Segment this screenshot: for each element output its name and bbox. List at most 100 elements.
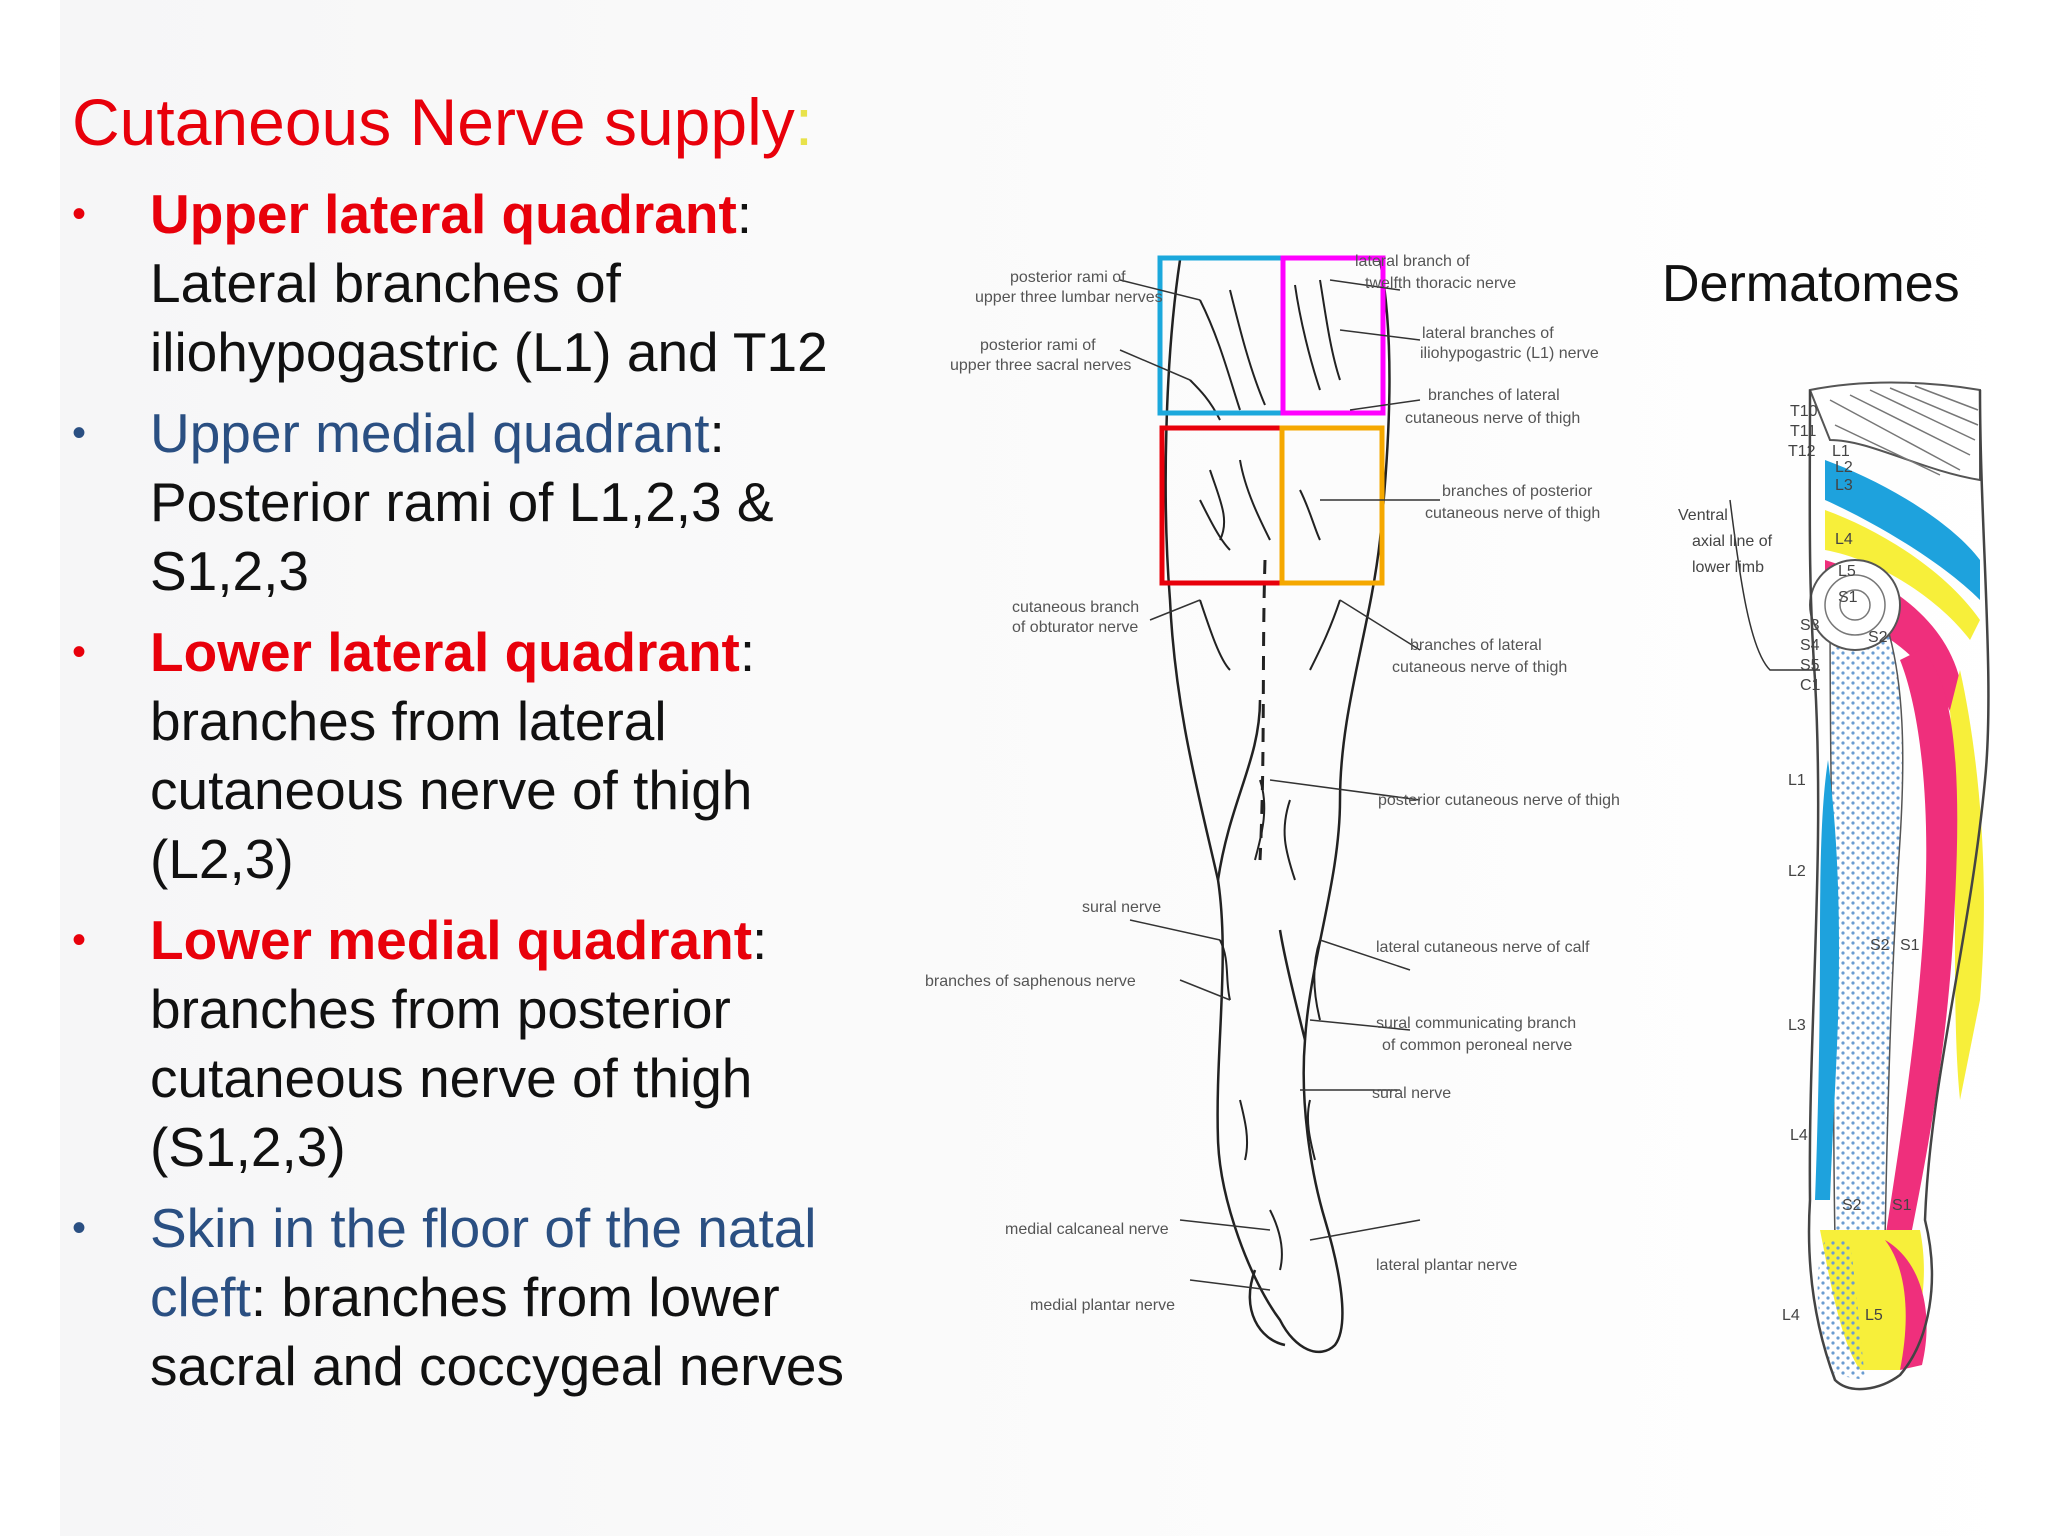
ventral-axial-label-1: Ventral: [1678, 507, 1728, 524]
seg-l3-top: L3: [1835, 477, 1853, 494]
seg-l5-foot: L5: [1865, 1307, 1883, 1324]
label-posterior-rami-lumbar: posterior rami of: [1010, 269, 1126, 286]
posterior-cutaneous-dashed-line: [1258, 559, 1267, 861]
bullet-heading: Skin in the floor of the natal cleft: [150, 1197, 817, 1328]
label-branches-saphenous: branches of saphenous nerve: [925, 973, 1136, 990]
nerve-diagram: posterior rami of upper three lumbar ner…: [925, 253, 1620, 1354]
bullet-marker: •: [72, 630, 87, 674]
bullet-text: Lateral branches of iliohypogastric (L1)…: [150, 252, 828, 383]
seg-l1-side: L1: [1788, 772, 1806, 789]
seg-l5-top: L5: [1838, 563, 1856, 580]
bullet-list: • Upper lateral quadrant: Lateral branch…: [72, 180, 892, 1413]
seg-s2-top: S2: [1868, 629, 1888, 646]
foot-pink: [1885, 1240, 1927, 1370]
seg-l2-side: L2: [1788, 863, 1806, 880]
seg-l4-top: L4: [1835, 531, 1853, 548]
dermatome-diagram: T10 T11 T12 L1 L2 L3 L4 L5 S1 S2 S3 S4 S…: [1678, 381, 1990, 1391]
label-posterior-rami-sacral-2: upper three sacral nerves: [950, 357, 1131, 374]
band-yellow-upper: [1825, 510, 1980, 640]
label-cutaneous-obturator: cutaneous branch: [1012, 599, 1139, 616]
title-colon: :: [794, 85, 814, 159]
bullet-marker: •: [72, 1206, 87, 1250]
label-sural-nerve-lower: sural nerve: [1372, 1085, 1451, 1102]
seg-t12: T12: [1788, 443, 1816, 460]
seg-l4-side: L4: [1790, 1127, 1808, 1144]
bullet-item-lower-medial: • Lower medial quadrant: branches from p…: [72, 906, 892, 1182]
dermatome-limb: [1729, 381, 1990, 1391]
label-lateral-plantar: lateral plantar nerve: [1376, 1257, 1518, 1274]
label-posterior-rami-lumbar-2: upper three lumbar nerves: [975, 289, 1163, 306]
seg-s5: S5: [1800, 657, 1820, 674]
bullet-item-lower-lateral: • Lower lateral quadrant: branches from …: [72, 618, 892, 894]
label-medial-plantar: medial plantar nerve: [1030, 1297, 1175, 1314]
bullet-sep: :: [736, 183, 753, 245]
ventral-axial-label-3: lower limb: [1692, 559, 1764, 576]
limb-outline: [1807, 389, 1990, 1391]
foot-dotted: [1817, 1240, 1865, 1380]
label-lateral-branch-twelfth: lateral branch of: [1355, 253, 1470, 270]
seg-s2-foot: S2: [1842, 1197, 1862, 1214]
label-lateral-branches-iliohypogastric: lateral branches of: [1422, 325, 1554, 342]
label-sural-communicating: sural communicating branch: [1376, 1015, 1576, 1032]
seg-s1-mid: S1: [1900, 937, 1920, 954]
bullet-heading: Upper medial quadrant: [150, 402, 710, 464]
band-blue-side: [1815, 760, 1839, 1200]
band-pink-side: [1885, 650, 1958, 1240]
bullet-sep: :: [752, 909, 768, 971]
label-branches-posterior-cutaneous-2: cutaneous nerve of thigh: [1425, 505, 1600, 522]
bullet-sep: :: [709, 402, 725, 464]
label-branches-lateral-cutaneous: branches of lateral: [1428, 387, 1560, 404]
label-posterior-cutaneous-thigh: posterior cutaneous nerve of thigh: [1378, 792, 1620, 809]
bullet-marker: •: [72, 918, 87, 962]
seg-l2-top: L2: [1835, 459, 1853, 476]
label-branches-posterior-cutaneous: branches of posterior: [1442, 483, 1593, 500]
label-sural-nerve-upper: sural nerve: [1082, 899, 1161, 916]
box-lower-lateral: [1279, 425, 1385, 586]
band-yellow-side: [1950, 670, 1984, 1100]
seg-l1-top: L1: [1832, 443, 1850, 460]
seg-s3: S3: [1800, 617, 1820, 634]
dermatomes-title: Dermatomes: [1662, 255, 1960, 313]
label-branches-lateral-cutaneous-lower: branches of lateral: [1410, 637, 1542, 654]
bullet-text: branches from posterior cutaneous nerve …: [150, 978, 753, 1178]
seg-s4: S4: [1800, 637, 1820, 654]
dermatome-labels: T10 T11 T12 L1 L2 L3 L4 L5 S1 S2 S3 S4 S…: [1678, 403, 1920, 1324]
seg-s1-foot: S1: [1892, 1197, 1912, 1214]
seg-t11: T11: [1790, 423, 1816, 440]
bullet-heading: Upper lateral quadrant: [150, 183, 737, 245]
bullet-text: Posterior rami of L1,2,3 & S1,2,3: [150, 471, 774, 602]
title-text: Cutaneous Nerve supply: [72, 85, 795, 159]
ventral-axial-label-2: axial line of: [1692, 533, 1773, 550]
bullet-text: branches from lower sacral and coccygeal…: [150, 1266, 844, 1397]
bullet-item-natal-cleft: • Skin in the floor of the natal cleft: …: [72, 1194, 892, 1401]
natal-circle-core: [1839, 589, 1871, 621]
label-lateral-branch-twelfth-2: twelfth thoracic nerve: [1365, 275, 1516, 292]
box-upper-medial: [1157, 255, 1286, 416]
slide-background: [60, 0, 2048, 1536]
leg-outline: [1164, 259, 1391, 1354]
bullet-item-upper-lateral: • Upper lateral quadrant: Lateral branch…: [72, 180, 892, 387]
band-blue-upper: [1825, 460, 1980, 600]
bullet-heading: Lower medial quadrant: [150, 909, 753, 971]
label-lateral-cutaneous-calf: lateral cutaneous nerve of calf: [1376, 939, 1590, 956]
leader-lines: [1119, 279, 1440, 1291]
label-medial-calcaneal: medial calcaneal nerve: [1005, 1221, 1169, 1238]
ventral-axial-line: [1729, 499, 1820, 671]
seg-c1: C1: [1800, 677, 1821, 694]
label-branches-lateral-cutaneous-lower-2: cutaneous nerve of thigh: [1392, 659, 1567, 676]
hatch-lines: [1829, 385, 1979, 476]
seg-l3-side: L3: [1788, 1017, 1806, 1034]
seg-s1-top: S1: [1838, 589, 1858, 606]
bullet-sep: :: [250, 1266, 267, 1328]
label-sural-communicating-2: of common peroneal nerve: [1382, 1037, 1572, 1054]
label-branches-lateral-cutaneous-2: cutaneous nerve of thigh: [1405, 410, 1580, 427]
bullet-marker: •: [72, 192, 87, 236]
seg-s2-mid: S2: [1870, 937, 1890, 954]
bullet-text: branches from lateral cutaneous nerve of…: [150, 690, 753, 890]
slide-title: Cutaneous Nerve supply:: [72, 86, 813, 159]
label-cutaneous-obturator-2: of obturator nerve: [1012, 619, 1138, 636]
bullet-heading: Lower lateral quadrant: [150, 621, 740, 683]
seg-t10: T10: [1790, 403, 1818, 420]
bullet-item-upper-medial: • Upper medial quadrant: Posterior rami …: [72, 399, 892, 606]
natal-circle-inner: [1824, 574, 1886, 636]
